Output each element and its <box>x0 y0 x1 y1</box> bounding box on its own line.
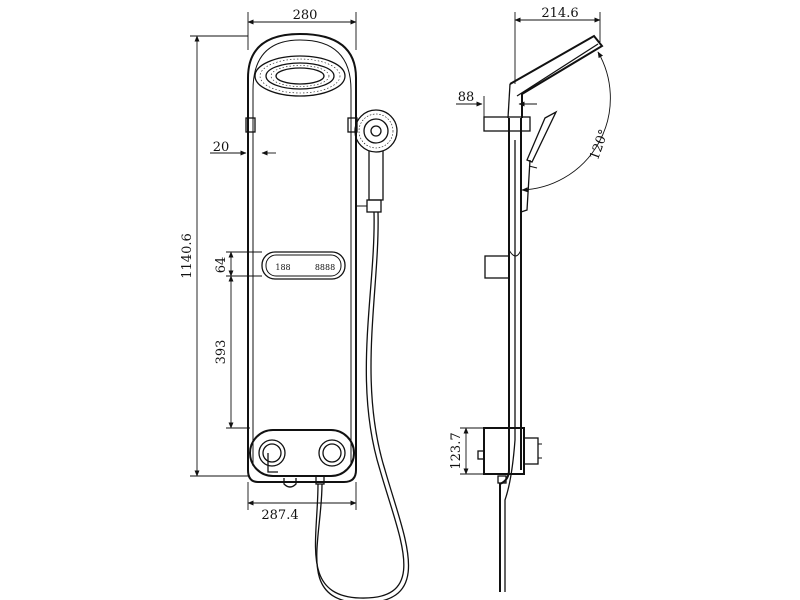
bottom-width-label: 287.4 <box>261 508 298 523</box>
dimension-angle-120: 120° <box>521 51 612 193</box>
height-label: 1140.6 <box>180 233 195 279</box>
right-control-knob <box>318 439 346 467</box>
rain-shower-head <box>254 55 346 97</box>
digital-display: 188 8888 <box>261 251 346 280</box>
dimension-middle-393: 393 <box>214 275 250 429</box>
angle-label: 120° <box>587 128 612 163</box>
top-width-label: 214.6 <box>541 6 578 21</box>
width-label: 280 <box>293 8 318 23</box>
control-box <box>249 429 355 488</box>
display-height-label: 64 <box>214 257 229 274</box>
dimension-offset-88: 88 <box>456 90 537 117</box>
dimension-bottom-287: 287.4 <box>247 482 357 523</box>
left-control-knob <box>258 439 286 467</box>
display-right-readout: 8888 <box>315 263 335 272</box>
dimension-offset-20: 20 <box>210 140 276 156</box>
dimension-valve-123: 123.7 <box>449 427 484 475</box>
side-panel-profile <box>499 118 510 592</box>
front-view: 188 8888 <box>180 8 410 600</box>
offset-label: 20 <box>213 140 230 155</box>
lower-bracket <box>484 255 510 279</box>
valve-height-label: 123.7 <box>449 432 464 469</box>
dimension-top-214: 214.6 <box>514 6 601 84</box>
upper-bracket <box>483 116 531 132</box>
arm-offset-label: 88 <box>458 90 475 105</box>
dimension-width-280: 280 <box>247 8 357 50</box>
side-view: 214.6 88 120° 123.7 <box>449 6 612 592</box>
panel-outline <box>247 32 357 483</box>
shower-arm <box>507 34 604 119</box>
dimension-display-64: 64 <box>214 251 262 277</box>
middle-height-label: 393 <box>214 340 229 365</box>
hand-shower <box>354 109 398 213</box>
dimension-height-1140: 1140.6 <box>180 35 250 477</box>
hand-shower-side <box>520 110 558 213</box>
valve-box-side <box>477 427 542 484</box>
display-left-readout: 188 <box>275 263 290 272</box>
